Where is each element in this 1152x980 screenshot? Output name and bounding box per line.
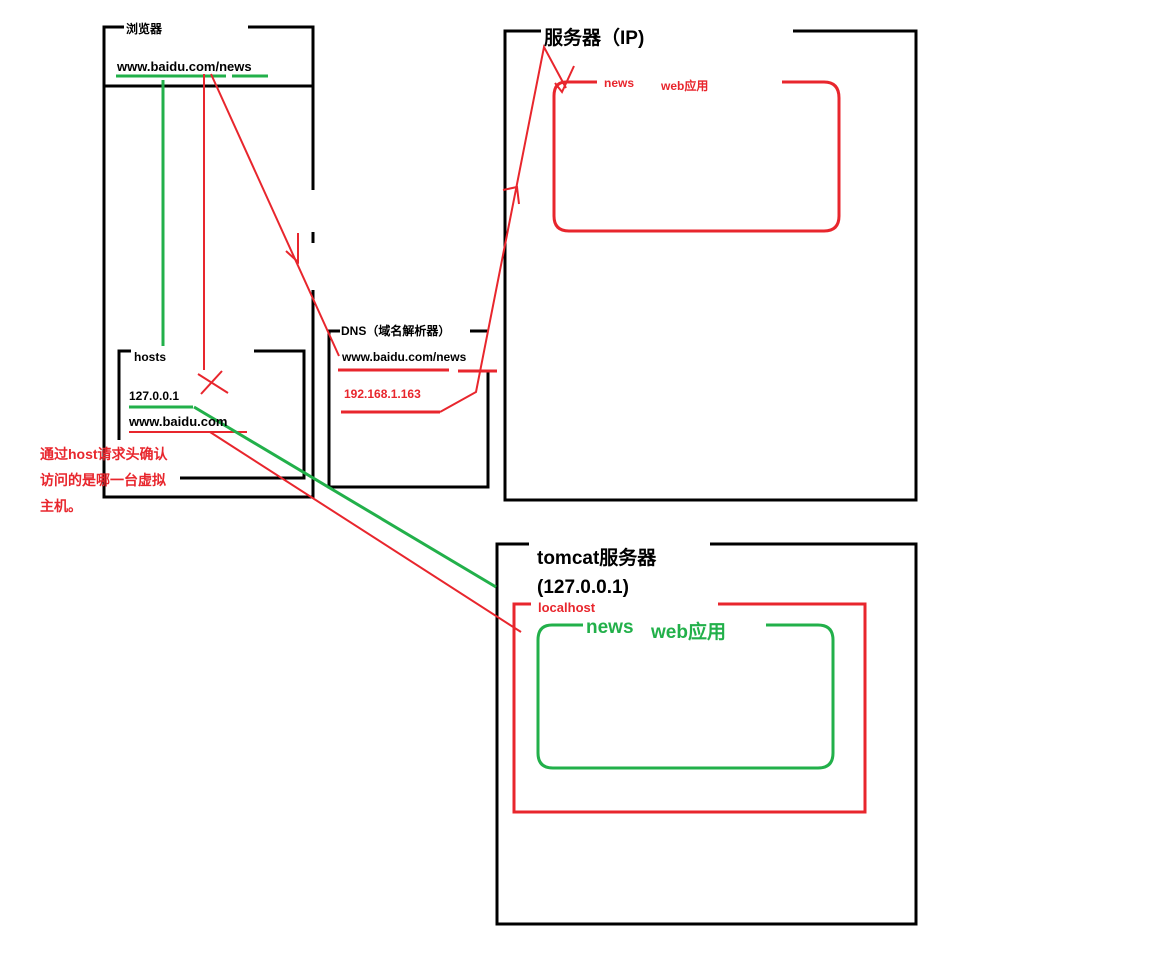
virtual-host-note: 通过host请求头确认 访问的是哪一台虚拟 主机。: [40, 441, 190, 519]
dns-ip: 192.168.1.163: [344, 387, 421, 401]
localhost-frame: [512, 602, 867, 814]
tomcat-title: tomcat服务器: [537, 548, 657, 569]
tomcat-app-label: web应用: [651, 622, 726, 643]
browser-to-dns-arrowhead: [285, 233, 299, 265]
server-webapp-frame: [552, 80, 841, 233]
note-line-1: 通过host请求头确认: [40, 446, 168, 462]
hosts-to-tomcat-line: [193, 405, 497, 589]
hosts-domain: www.baidu.com: [129, 414, 228, 429]
hosts-box: [117, 349, 306, 480]
browser-to-dns-arrow: [210, 73, 340, 357]
tomcat-app-name: news: [586, 617, 634, 638]
hosts-title: hosts: [134, 350, 167, 364]
dns-to-server-arrow: [439, 44, 567, 413]
tomcat-box: [495, 542, 918, 926]
dns-title: DNS（域名解析器）: [341, 324, 451, 338]
hosts-ip: 127.0.0.1: [129, 389, 180, 403]
server-app-label: web应用: [661, 79, 709, 93]
server-box: [503, 29, 918, 502]
browser-box: [102, 25, 315, 499]
tomcat-host: localhost: [538, 600, 596, 615]
browser-url: www.baidu.com/news: [117, 59, 252, 74]
tomcat-ip: (127.0.0.1): [537, 577, 629, 598]
server-title: 服务器（IP): [544, 28, 645, 49]
blocked-mark: [197, 370, 229, 395]
server-app-name: news: [604, 76, 635, 90]
note-line-2: 访问的是哪一台虚拟: [40, 472, 166, 488]
hosts-to-localhost-arrow: [209, 431, 522, 633]
server-entry-arrowhead: [554, 65, 575, 94]
dns-domain: www.baidu.com/news: [342, 350, 467, 364]
note-line-3: 主机。: [40, 498, 82, 514]
browser-title: 浏览器: [126, 22, 163, 36]
tomcat-webapp-frame: [536, 623, 835, 770]
dns-to-server-arrowhead: [502, 185, 520, 205]
